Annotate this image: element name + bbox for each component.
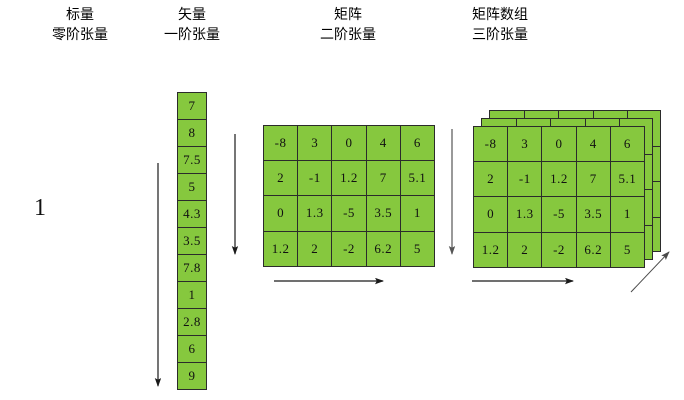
vector-cell: 2.8 — [177, 308, 207, 336]
column-header-matrix: 矩阵 二阶张量 — [288, 5, 408, 45]
column-header-scalar: 标量 零阶张量 — [20, 5, 140, 45]
tensor-cell: 0 — [541, 126, 577, 163]
column-header-vector: 矢量 一阶张量 — [132, 5, 252, 45]
tensor-cell: 6.2 — [575, 231, 611, 268]
vector-cell: 7.5 — [177, 146, 207, 174]
vector-cell: 1 — [177, 281, 207, 309]
tensor-cell: 5.1 — [609, 161, 645, 198]
matrix-cell: 3 — [297, 125, 333, 162]
tensor-cell: -2 — [541, 231, 577, 268]
matrix-cell: 2 — [297, 230, 333, 267]
matrix-cell: 1.3 — [297, 195, 333, 232]
column-title-vector: 矢量 — [178, 7, 206, 23]
column-subtitle-matrix: 二阶张量 — [320, 27, 376, 43]
vector-cell: 8 — [177, 119, 207, 147]
matrix-cell: 3.5 — [365, 195, 401, 232]
matrix-cell: 5.1 — [399, 160, 435, 197]
matrix-cell: 1.2 — [263, 230, 299, 267]
vector-cell: 6 — [177, 335, 207, 363]
tensor-cell: 6 — [609, 126, 645, 163]
matrix-cell: 7 — [365, 160, 401, 197]
tensor-cell: 1.2 — [541, 161, 577, 198]
tensor-cell: 5 — [609, 231, 645, 268]
column-title-scalar: 标量 — [66, 7, 94, 23]
tensor-cell: 7 — [575, 161, 611, 198]
matrix-cell: -5 — [331, 195, 367, 232]
tensor-cell: -1 — [507, 161, 543, 198]
vector-cell: 7 — [177, 92, 207, 120]
column-subtitle-scalar: 零阶张量 — [52, 27, 108, 43]
matrix-cell: 2 — [263, 160, 299, 197]
column-title-matrix: 矩阵 — [334, 7, 362, 23]
tensor-cell: 2 — [507, 231, 543, 268]
tensor-cell: 1.3 — [507, 196, 543, 233]
tensor-cell: -8 — [473, 126, 509, 163]
tensor-cell: 1.2 — [473, 231, 509, 268]
matrix-cell: 5 — [399, 230, 435, 267]
column-header-tensor: 矩阵数组 三阶张量 — [440, 5, 560, 45]
tensor-depth-arrow — [630, 251, 670, 293]
matrix-cell: -2 — [331, 230, 367, 267]
vector-cell: 7.8 — [177, 254, 207, 282]
vector-cell: 9 — [177, 362, 207, 390]
matrix-cell: 0 — [331, 125, 367, 162]
matrix-cell: 0 — [263, 195, 299, 232]
column-title-tensor: 矩阵数组 — [472, 7, 528, 23]
column-subtitle-tensor: 三阶张量 — [472, 27, 528, 43]
column-subtitle-vector: 一阶张量 — [164, 27, 220, 43]
matrix-cell: 1 — [399, 195, 435, 232]
scalar-value: 1 — [34, 195, 46, 221]
vector-cell: 5 — [177, 173, 207, 201]
matrix-cell: 6.2 — [365, 230, 401, 267]
